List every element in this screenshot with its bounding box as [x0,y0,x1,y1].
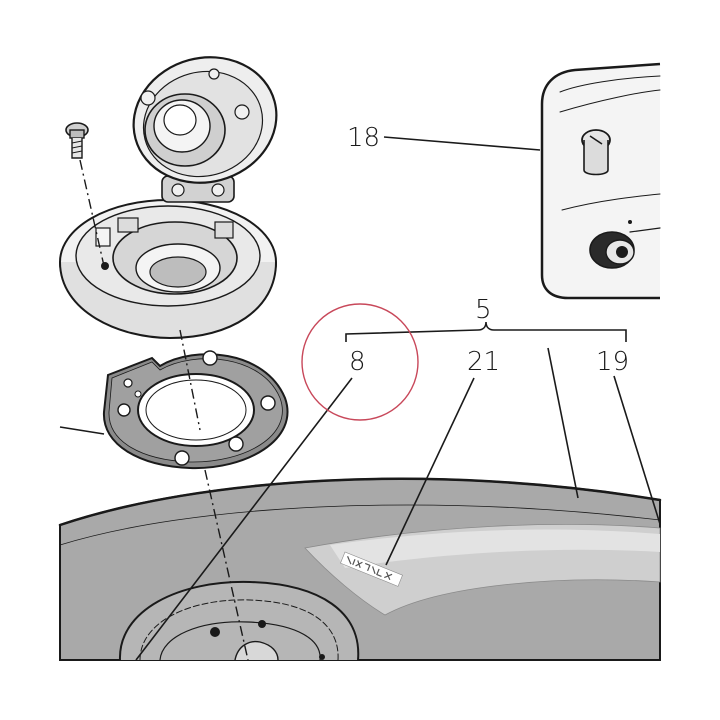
fuel-tank [58,477,662,661]
tank-top-edge [58,477,662,527]
callout-19: 19 [596,347,629,377]
assembly-center-lines [79,159,249,661]
fuel-cap-assembly [59,56,278,340]
cap-hinge [161,175,235,203]
cap-base-ring [59,199,277,340]
leader-unlabeled [547,347,579,499]
leader-8 [135,377,353,661]
callout-18: 18 [347,123,380,153]
leader-19 [613,375,661,525]
leader-21 [385,377,475,566]
box-fastener-top [581,129,611,176]
leader-18 [383,136,541,151]
callout-21: 21 [467,347,500,377]
decal-stripe-highlight [330,529,660,568]
electronic-box [540,62,661,300]
recess-hole [210,627,220,637]
highlight-circle [301,303,419,421]
leader-lines [59,136,661,661]
screw [65,122,89,159]
callout-5: 5 [475,295,492,325]
tank-inner-contour [59,504,661,546]
cap-lid [132,56,278,184]
recess-hole [319,654,325,660]
box-connector [589,220,661,269]
gasket-holes [117,350,276,466]
callout-8: 8 [349,347,366,377]
tank-logo-decal [340,551,403,587]
leader-left-gasket [59,426,105,435]
group-bracket-5 [345,321,627,342]
recess-hole [258,620,266,628]
